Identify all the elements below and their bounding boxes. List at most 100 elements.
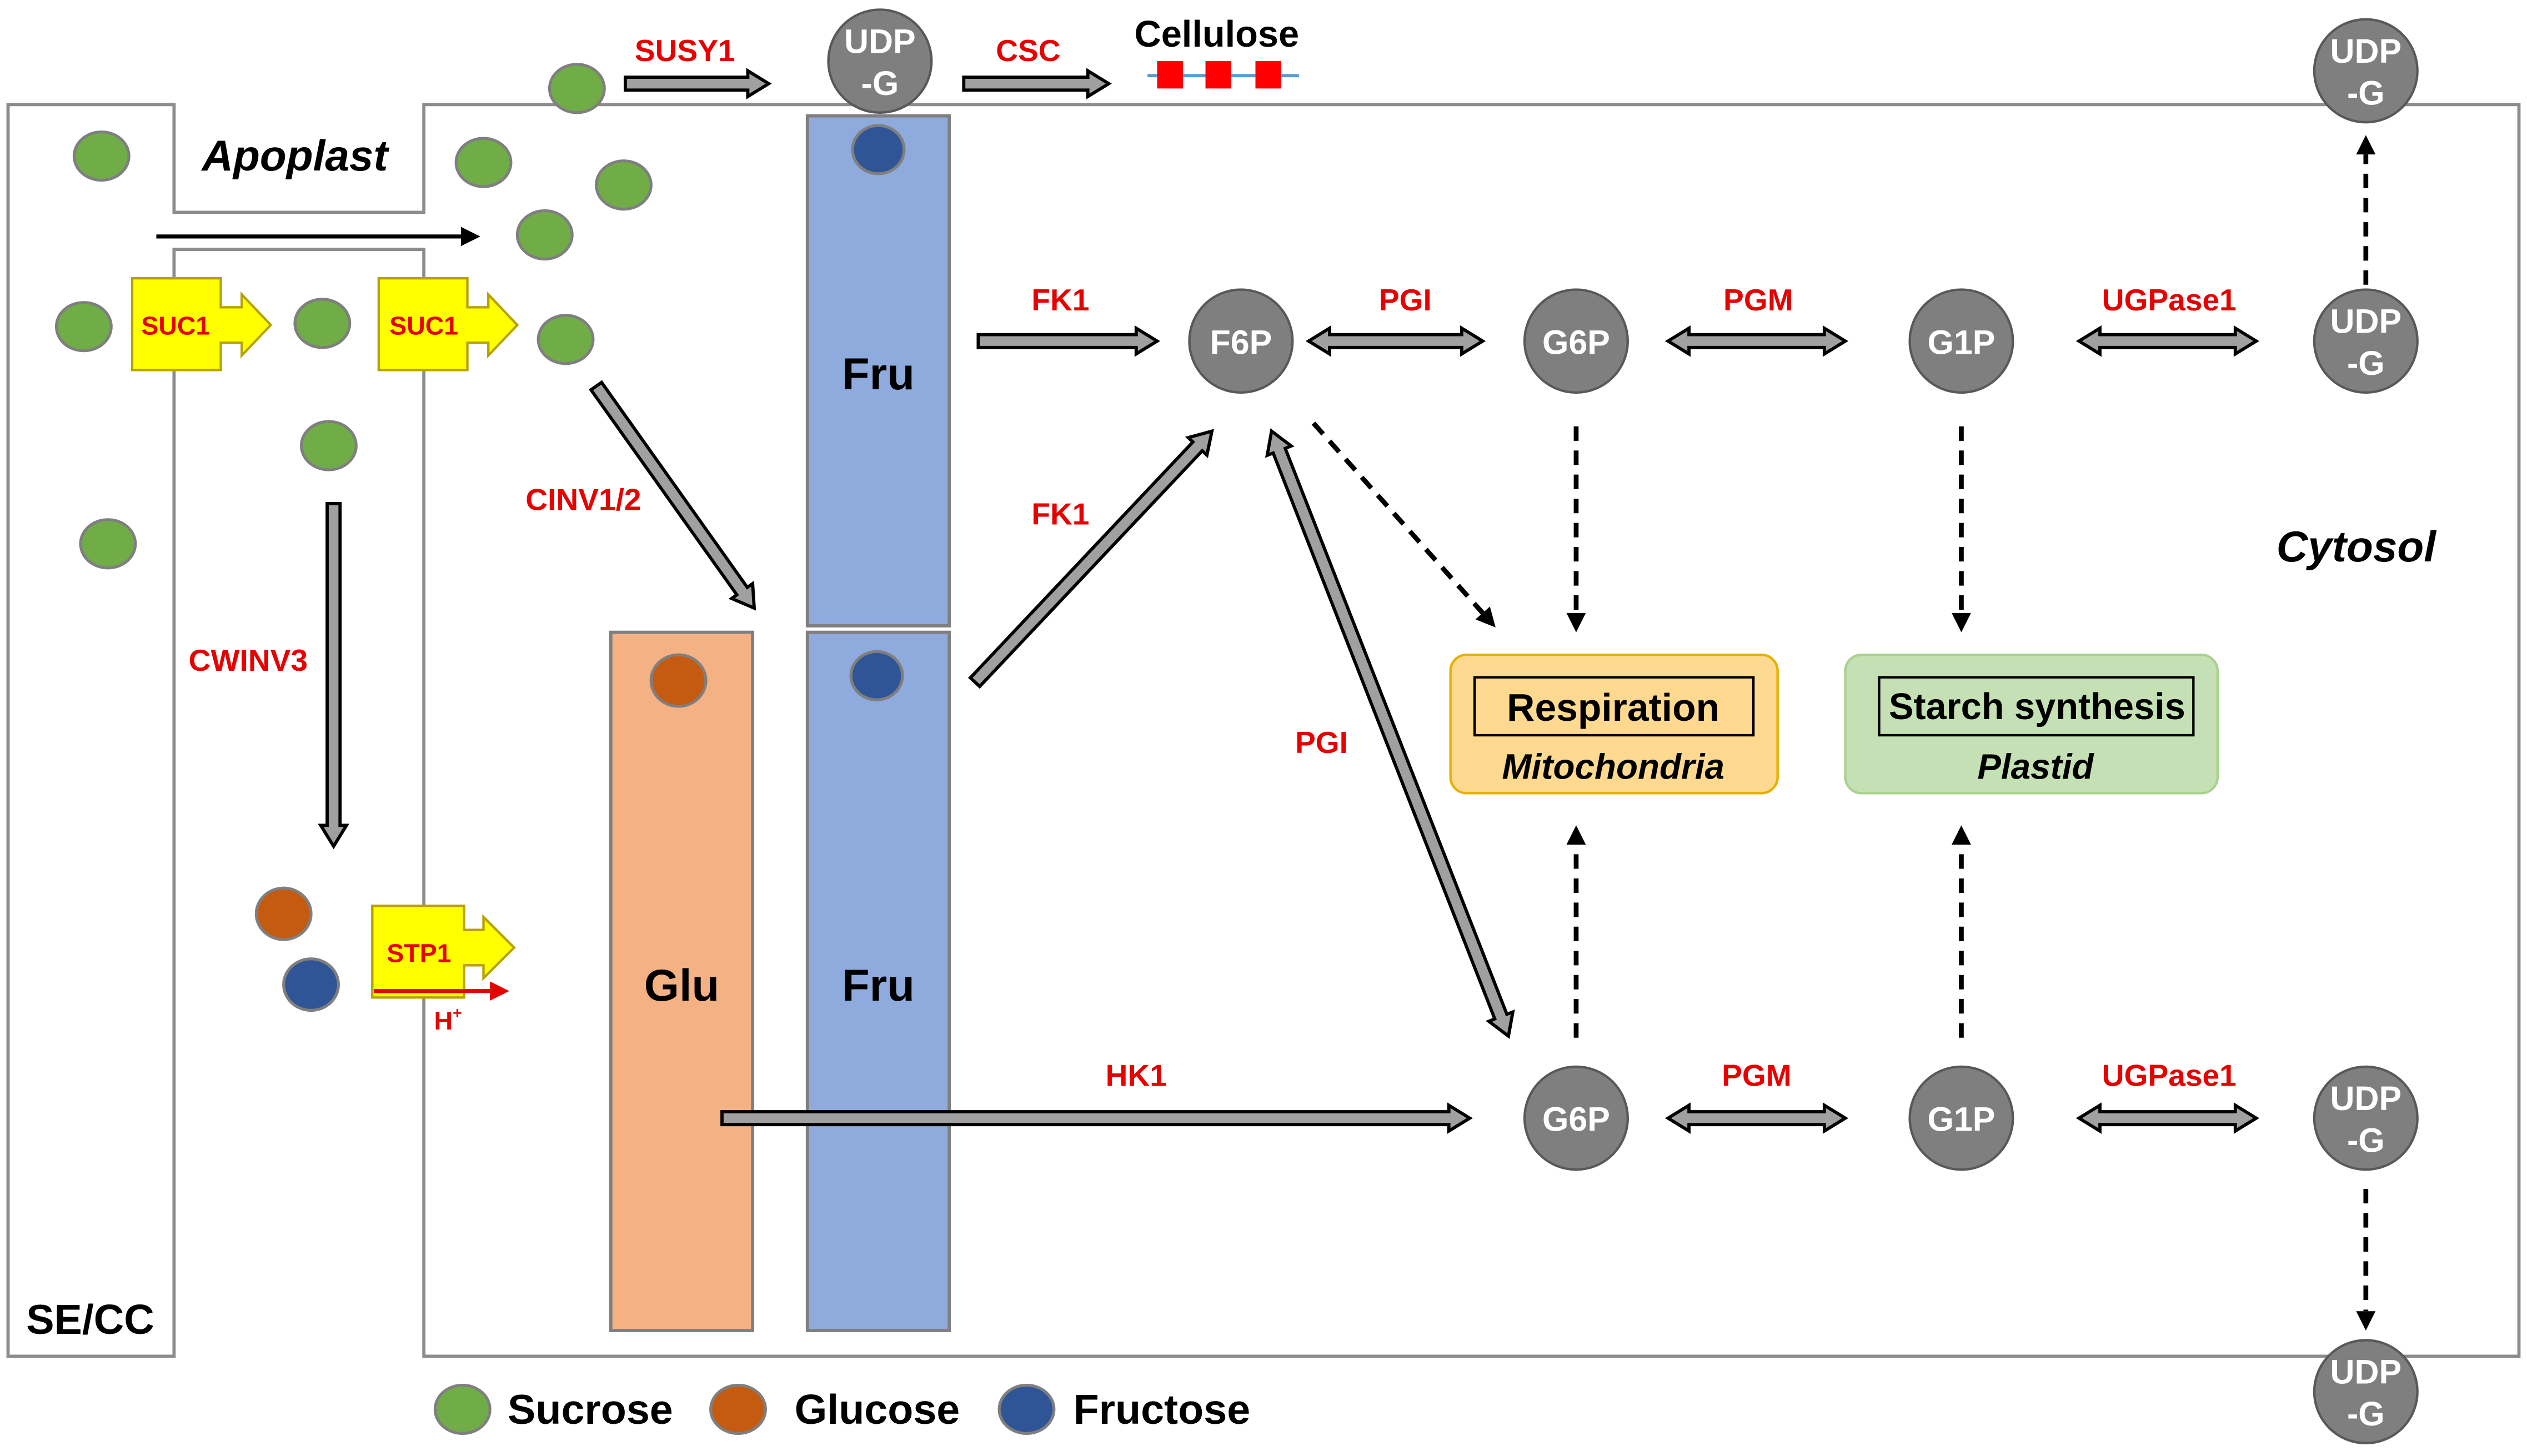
enzyme-label-hk1: HK1 — [1106, 1058, 1167, 1093]
fru-pool-upper-label: Fru — [842, 349, 915, 399]
udpg-node-cellulose: UDP -G — [827, 8, 933, 114]
fru-pool-upper — [805, 114, 951, 627]
node-label-line1: UDP — [2330, 32, 2402, 70]
respiration-box: Respiration Mitochondria — [1449, 654, 1779, 795]
node-circle — [827, 8, 933, 114]
glu-pool-label: Glu — [644, 961, 719, 1011]
arrow-pgi-diagonal — [1265, 428, 1515, 1039]
sucrose-molecules — [54, 63, 653, 570]
sucrose-circle — [595, 159, 653, 211]
node-label: F6P — [1210, 323, 1272, 361]
enzyme-label-pgm-lower: PGM — [1722, 1058, 1792, 1093]
node-label-line2: -G — [2347, 74, 2385, 112]
sucrose-circle — [454, 137, 513, 188]
legend-label-sucrose: Sucrose — [508, 1386, 673, 1433]
arrow-csc — [962, 68, 1112, 100]
node-label-line2: -G — [2347, 1395, 2385, 1433]
transporters: SUC1 SUC1 STP1 H+ — [131, 277, 519, 1035]
stp1-transporter — [371, 904, 516, 999]
node-label-line2: -G — [861, 64, 899, 102]
dashed-arrow-g1p-starch-head — [1952, 612, 1971, 632]
starch-subtitle: Plastid — [1977, 746, 2094, 786]
sucrose-circle — [300, 420, 358, 471]
suc1-transporter-cell — [377, 277, 519, 371]
dashed-arrow-g6p-lower-respiration — [1566, 825, 1586, 1038]
node-circle — [1908, 1065, 2014, 1171]
node-circle — [2313, 1339, 2419, 1444]
legend-swatch-glucose — [709, 1383, 767, 1435]
dashed-arrow-g1p-lower-starch-head — [1952, 825, 1971, 845]
dashed-arrow-g1p-lower-starch — [1952, 825, 1971, 1038]
hexose-pools: Fru Fru Glu — [609, 114, 951, 1332]
enzyme-label-pgm-upper: PGM — [1723, 283, 1793, 317]
dashed-arrow-g1p-starch — [1952, 426, 1971, 632]
arrow-cinv — [589, 380, 756, 611]
arrow-pgm-upper — [1664, 325, 1849, 357]
g1p-node-lower: G1P — [1908, 1065, 2014, 1171]
udpg-node-top-right: UDP -G — [2313, 18, 2419, 124]
arrow-symplastic-sucrose — [156, 227, 480, 247]
dashed-arrow-f6p-respiration — [1311, 421, 1496, 627]
glucose-circle — [254, 886, 313, 941]
node-circle — [1523, 288, 1629, 394]
cellulose-label: Cellulose — [1135, 14, 1300, 55]
legend-label-fructose: Fructose — [1074, 1386, 1251, 1433]
udpg-node-lower: UDP -G — [2313, 1065, 2419, 1171]
fructose-circle — [849, 650, 904, 701]
enzyme-label-ugpase1-upper: UGPase1 — [2102, 283, 2237, 317]
node-label-line1: UDP — [2330, 1080, 2402, 1117]
node-circle — [2313, 288, 2419, 394]
node-label-line1: UDP — [844, 23, 916, 61]
enzyme-label-cinv: CINV1/2 — [525, 482, 641, 516]
fru-pool-lower — [805, 630, 951, 1332]
proton-charge: + — [453, 1005, 462, 1022]
fru-pool-lower-label: Fru — [842, 961, 915, 1011]
dashed-arrow-udpg-top-right-head — [2356, 135, 2376, 155]
dashed-arrow-udpg-top-right — [2356, 135, 2376, 285]
enzyme-label-susy1: SUSY1 — [635, 33, 735, 68]
starch-title-frame — [1878, 676, 2195, 737]
legend-swatch-fructose — [997, 1383, 1056, 1435]
se-cc-label: SE/CC — [26, 1296, 154, 1343]
enzyme-label-csc: CSC — [996, 33, 1060, 68]
cell-outline — [6, 103, 2521, 1358]
reaction-arrows — [318, 68, 2260, 1134]
dashed-arrow-g6p-lower-respiration-head — [1566, 825, 1586, 845]
arrow-fk1-lower — [968, 429, 1214, 689]
sucrose-circle — [72, 130, 131, 182]
sucrose-circle — [548, 63, 606, 114]
sucrose-circle — [537, 314, 595, 365]
enzyme-label-fk1-upper: FK1 — [1031, 283, 1089, 317]
udpg-node-upper: UDP -G — [2313, 288, 2419, 394]
node-label: G6P — [1542, 1101, 1610, 1138]
starch-title: Starch synthesis — [1889, 686, 2185, 727]
node-label-line2: -G — [2347, 1121, 2385, 1159]
sucrose-circle — [54, 301, 113, 353]
g1p-node-upper: G1P — [1908, 288, 2014, 394]
arrow-fk1-upper — [976, 325, 1161, 357]
fructose-circle — [282, 957, 340, 1012]
enzyme-label-cwinv3: CWINV3 — [189, 643, 308, 677]
arrow-pgm-lower — [1664, 1102, 1849, 1134]
fructose-circle — [851, 124, 906, 175]
stp1-label: STP1 — [387, 939, 451, 968]
cellulose-unit — [1255, 61, 1281, 89]
dashed-arrow-udpg-bottom-head — [2356, 1311, 2376, 1331]
respiration-box-bg — [1449, 654, 1779, 795]
starch-box: Starch synthesis Plastid — [1844, 654, 2219, 795]
sucrose-circle — [293, 298, 352, 349]
arrow-ugpase1-upper — [2075, 325, 2260, 357]
node-label-line1: UDP — [2330, 1353, 2402, 1391]
glucose-molecules — [254, 653, 708, 941]
g6p-node-lower: G6P — [1523, 1065, 1629, 1171]
flux-arrows — [156, 135, 2376, 1331]
arrow-pgi-upper — [1305, 325, 1486, 357]
suc1-se-label: SUC1 — [141, 312, 210, 340]
legend-label-glucose: Glucose — [795, 1386, 960, 1433]
cellulose-unit — [1157, 61, 1183, 89]
starch-box-bg — [1844, 654, 2219, 795]
glu-pool — [609, 630, 755, 1332]
respiration-title-frame — [1473, 676, 1755, 737]
enzyme-labels: SUSY1 CSC CINV1/2 CWINV3 FK1 FK1 PGI PGI… — [189, 33, 2237, 1092]
